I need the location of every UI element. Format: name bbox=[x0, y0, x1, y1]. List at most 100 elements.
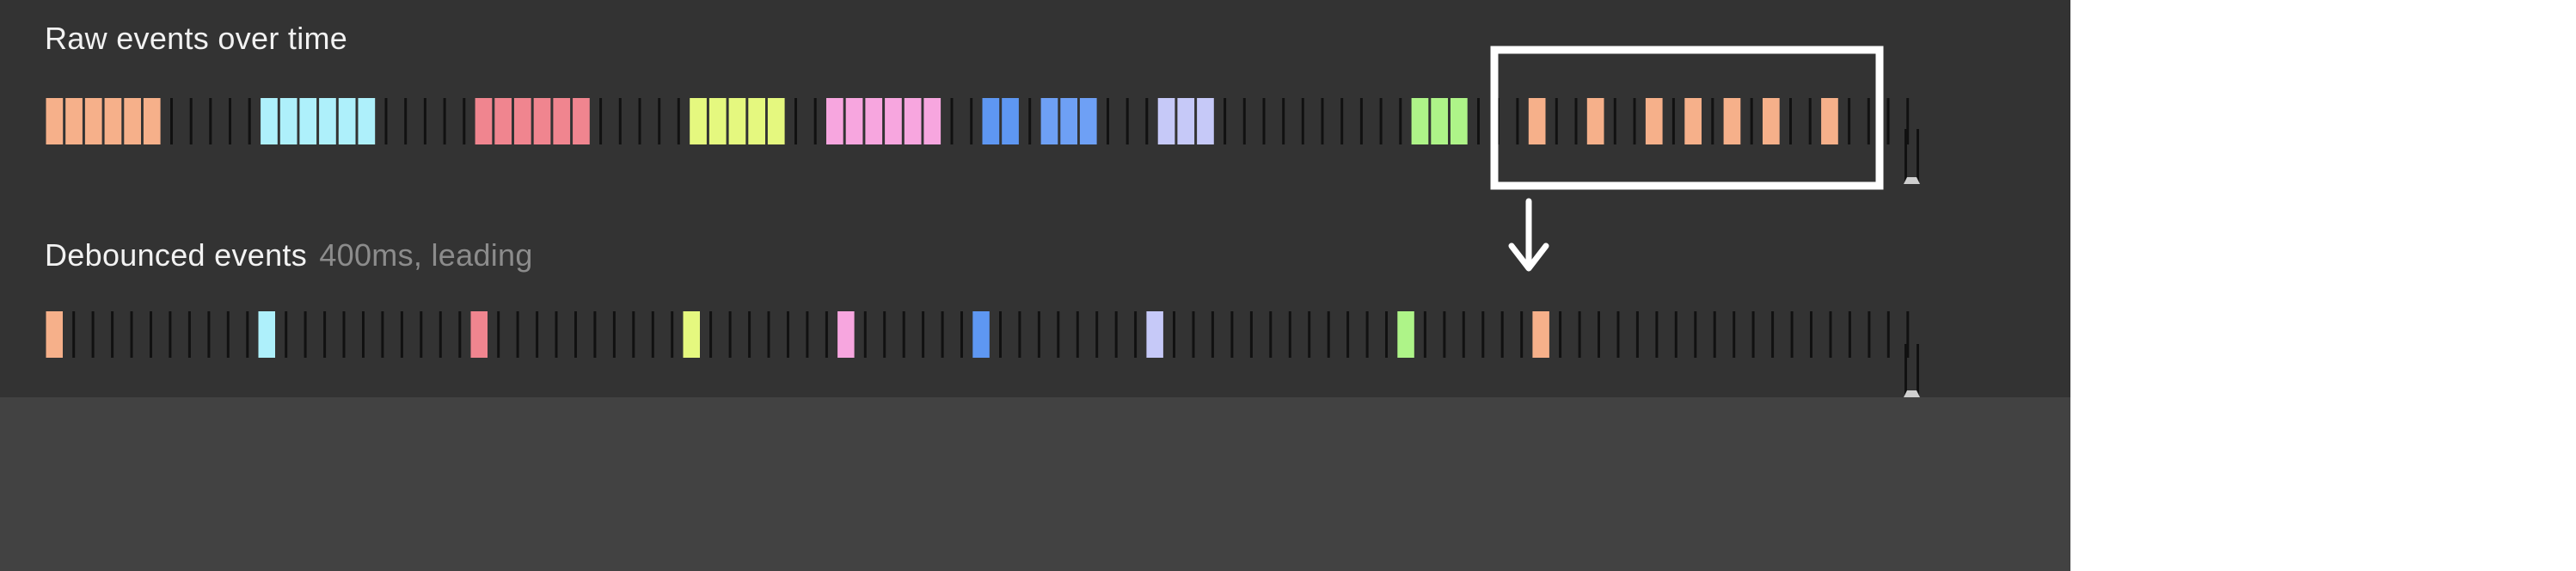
debounced-empty-tick bbox=[1249, 311, 1253, 358]
debounced-empty-tick bbox=[1616, 311, 1620, 358]
raw-event-bar bbox=[573, 98, 590, 144]
raw-empty-tick bbox=[970, 98, 973, 144]
raw-event-bar bbox=[1451, 98, 1468, 144]
debounced-empty-tick bbox=[1192, 311, 1195, 358]
debounced-empty-tick bbox=[1346, 311, 1350, 358]
debounced-empty-tick bbox=[1674, 311, 1677, 358]
raw-event-bar bbox=[767, 98, 785, 144]
debounced-empty-tick bbox=[1037, 311, 1040, 358]
raw-empty-tick bbox=[1145, 98, 1149, 144]
debounced-empty-tick bbox=[1173, 311, 1175, 358]
debounced-empty-tick bbox=[1733, 311, 1736, 358]
debounced-empty-tick bbox=[1635, 311, 1639, 358]
raw-empty-tick bbox=[229, 98, 231, 144]
raw-empty-tick bbox=[404, 98, 408, 144]
raw-empty-tick bbox=[1633, 98, 1636, 144]
debounced-empty-tick bbox=[1886, 311, 1890, 358]
raw-event-bar bbox=[124, 98, 141, 144]
debounced-empty-tick bbox=[1520, 311, 1524, 358]
raw-empty-tick bbox=[1107, 98, 1109, 144]
debounced-empty-tick bbox=[536, 311, 539, 358]
raw-event-bar bbox=[553, 98, 571, 144]
debounced-empty-tick bbox=[323, 311, 327, 358]
debounced-empty-tick bbox=[863, 311, 867, 358]
raw-event-bar bbox=[46, 98, 64, 144]
debounced-empty-tick bbox=[728, 311, 732, 358]
raw-empty-tick bbox=[463, 98, 466, 144]
raw-empty-tick bbox=[1671, 98, 1675, 144]
raw-events-title: Raw events over time bbox=[45, 21, 347, 57]
debounced-empty-tick bbox=[1462, 311, 1465, 358]
raw-event-bar bbox=[1177, 98, 1195, 144]
debounced-empty-tick bbox=[902, 311, 905, 358]
raw-event-bar bbox=[84, 98, 102, 144]
raw-empty-tick bbox=[1359, 98, 1363, 144]
raw-event-bar bbox=[1586, 98, 1604, 144]
debounced-empty-tick bbox=[1423, 311, 1426, 358]
raw-empty-tick bbox=[1886, 98, 1890, 144]
debounced-event-bar bbox=[683, 311, 700, 358]
raw-event-bar bbox=[261, 98, 278, 144]
debounced-empty-tick bbox=[1076, 311, 1079, 358]
raw-event-bar bbox=[865, 98, 883, 144]
debounced-empty-tick bbox=[207, 311, 211, 358]
empty-area bbox=[0, 397, 2070, 571]
raw-empty-tick bbox=[794, 98, 797, 144]
debounced-empty-tick bbox=[1018, 311, 1021, 358]
raw-event-bar bbox=[845, 98, 863, 144]
raw-empty-tick bbox=[618, 98, 622, 144]
raw-event-bar bbox=[1645, 98, 1663, 144]
debounced-empty-tick bbox=[671, 311, 674, 358]
debounced-event-bar bbox=[1146, 311, 1163, 358]
debounced-event-bar bbox=[1397, 311, 1414, 358]
debounced-empty-tick bbox=[1057, 311, 1060, 358]
debounced-empty-tick bbox=[632, 311, 635, 358]
debounced-empty-tick bbox=[555, 311, 558, 358]
raw-event-bar bbox=[826, 98, 843, 144]
raw-empty-tick bbox=[384, 98, 388, 144]
debounced-empty-tick bbox=[883, 311, 886, 358]
raw-empty-tick bbox=[423, 98, 426, 144]
debounced-empty-tick bbox=[1211, 311, 1214, 358]
raw-event-bar bbox=[1157, 98, 1175, 144]
raw-empty-tick bbox=[638, 98, 641, 144]
debounced-empty-tick bbox=[574, 311, 577, 358]
debounced-empty-tick bbox=[1134, 311, 1138, 358]
debounced-empty-tick bbox=[709, 311, 713, 358]
raw-event-bar bbox=[904, 98, 922, 144]
debounced-empty-tick bbox=[1810, 311, 1812, 358]
raw-event-bar bbox=[338, 98, 356, 144]
debounced-empty-tick bbox=[651, 311, 654, 358]
raw-event-bar bbox=[1528, 98, 1546, 144]
raw-empty-tick bbox=[170, 98, 173, 144]
debounced-empty-tick bbox=[130, 311, 133, 358]
debounced-empty-tick bbox=[285, 311, 288, 358]
raw-empty-tick bbox=[1477, 98, 1480, 144]
debounced-empty-tick bbox=[1848, 311, 1851, 358]
raw-event-bar bbox=[1723, 98, 1741, 144]
raw-event-bar bbox=[923, 98, 941, 144]
raw-empty-tick bbox=[1340, 98, 1344, 144]
debounced-empty-tick bbox=[593, 311, 597, 358]
debounced-empty-tick bbox=[400, 311, 403, 358]
raw-event-bar bbox=[319, 98, 336, 144]
raw-empty-tick bbox=[248, 98, 251, 144]
raw-event-bar bbox=[708, 98, 727, 144]
debounced-empty-tick bbox=[1694, 311, 1697, 358]
raw-event-bar bbox=[1197, 98, 1214, 144]
raw-empty-tick bbox=[658, 98, 661, 144]
debounced-empty-tick bbox=[748, 311, 751, 358]
debounced-events-title-text: Debounced events bbox=[45, 237, 308, 273]
raw-empty-tick bbox=[1224, 98, 1227, 144]
debounced-empty-tick bbox=[999, 311, 1002, 358]
raw-event-bar bbox=[748, 98, 765, 144]
raw-empty-tick bbox=[1125, 98, 1129, 144]
raw-empty-tick bbox=[1613, 98, 1616, 144]
highlight-box bbox=[1490, 46, 1884, 190]
debounced-empty-tick bbox=[1655, 311, 1659, 358]
debounced-event-bar bbox=[46, 311, 63, 358]
raw-event-bar bbox=[299, 98, 317, 144]
raw-event-bar bbox=[885, 98, 902, 144]
debounced-empty-tick bbox=[1327, 311, 1330, 358]
debounced-empty-tick bbox=[1230, 311, 1234, 358]
